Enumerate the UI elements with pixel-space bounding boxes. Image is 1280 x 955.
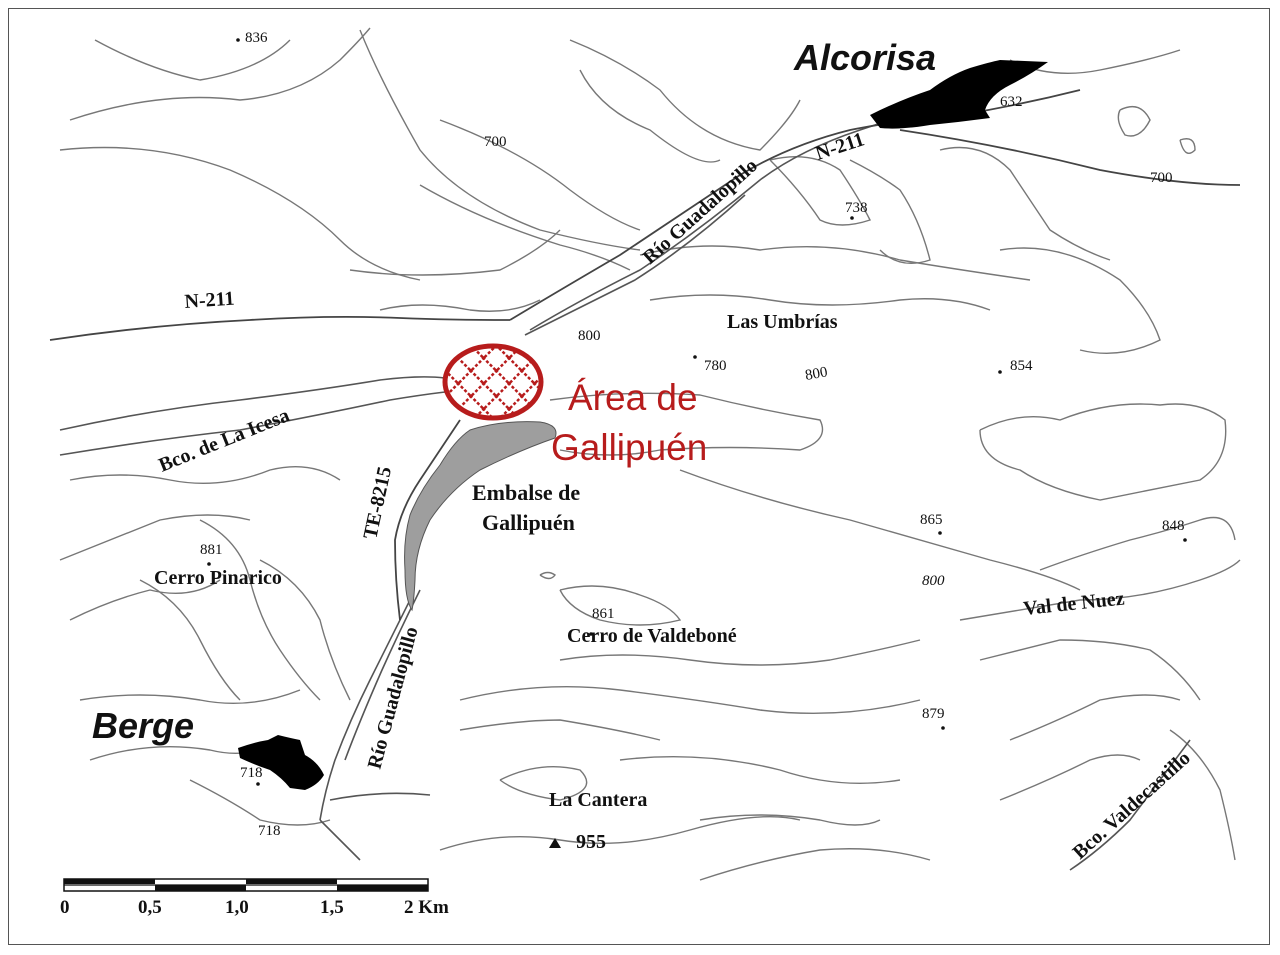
scale-label-0: 0 [60,897,70,918]
reservoir-shape [404,421,557,612]
scale-label-05: 0,5 [138,897,162,918]
map-frame [8,8,1270,945]
contour-label: 700 [1150,170,1173,186]
elevation-label: 836 [245,30,268,46]
scale-label-15: 1,5 [320,897,344,918]
contour-lines [59,27,1241,881]
elevation-points [207,38,1187,848]
elevation-label: 632 [1000,94,1023,110]
elevation-label: 881 [200,542,223,558]
study-area-label-line2: Gallipuén [551,427,707,468]
road-label-te8215: TE-8215 [359,465,396,541]
road-label-n211-west: N-211 [184,288,235,313]
place-label-embalse-line1: Embalse de [472,480,580,505]
study-area-label-line1: Área de [568,377,698,418]
elevation-label: 861 [592,606,615,622]
road-label-n211-east: N-211 [813,128,867,164]
elevation-label: 854 [1010,358,1033,374]
town-label-alcorisa: Alcorisa [793,37,936,78]
place-label-la-cantera: La Cantera [549,789,647,811]
contour-label: 800 [922,573,945,589]
alcorisa-town-shape [870,60,1048,129]
river-label-guadalopillo-north: Río Guadalopillo [639,155,762,269]
elevation-label: 718 [240,765,263,781]
elevation-label: 879 [922,706,945,722]
elevation-label: 718 [258,823,281,839]
creek-label-valdecastillo: Bco. Valdecastillo [1069,747,1195,864]
place-label-val-de-nuez: Val de Nuez [1022,587,1125,620]
contour-label: 700 [484,134,507,150]
place-label-cerro-pinarico: Cerro Pinarico [154,567,282,589]
town-label-berge: Berge [92,705,194,746]
elevation-label: 780 [704,358,727,374]
scale-bar: 0 0,5 1,0 1,5 2 Km [60,878,449,918]
contour-label: 800 [578,328,601,344]
summit-label-955: 955 [576,831,606,853]
elevation-label: 738 [845,200,868,216]
elevation-label: 848 [1162,518,1185,534]
place-label-cerro-valdebone: Cerro de Valdeboné [567,625,737,647]
creek-label-la-icesa: Bco. de La Icesa [156,404,293,476]
elevation-label: 865 [920,512,943,528]
contour-label: 800 [804,364,829,384]
berge-town-shape [238,735,324,790]
scale-label-2km: 2 Km [404,897,449,918]
place-label-embalse-line2: Gallipuén [482,510,575,535]
scale-label-10: 1,0 [225,897,249,918]
place-label-las-umbrias: Las Umbrías [727,311,838,333]
study-area-marker [442,343,544,421]
